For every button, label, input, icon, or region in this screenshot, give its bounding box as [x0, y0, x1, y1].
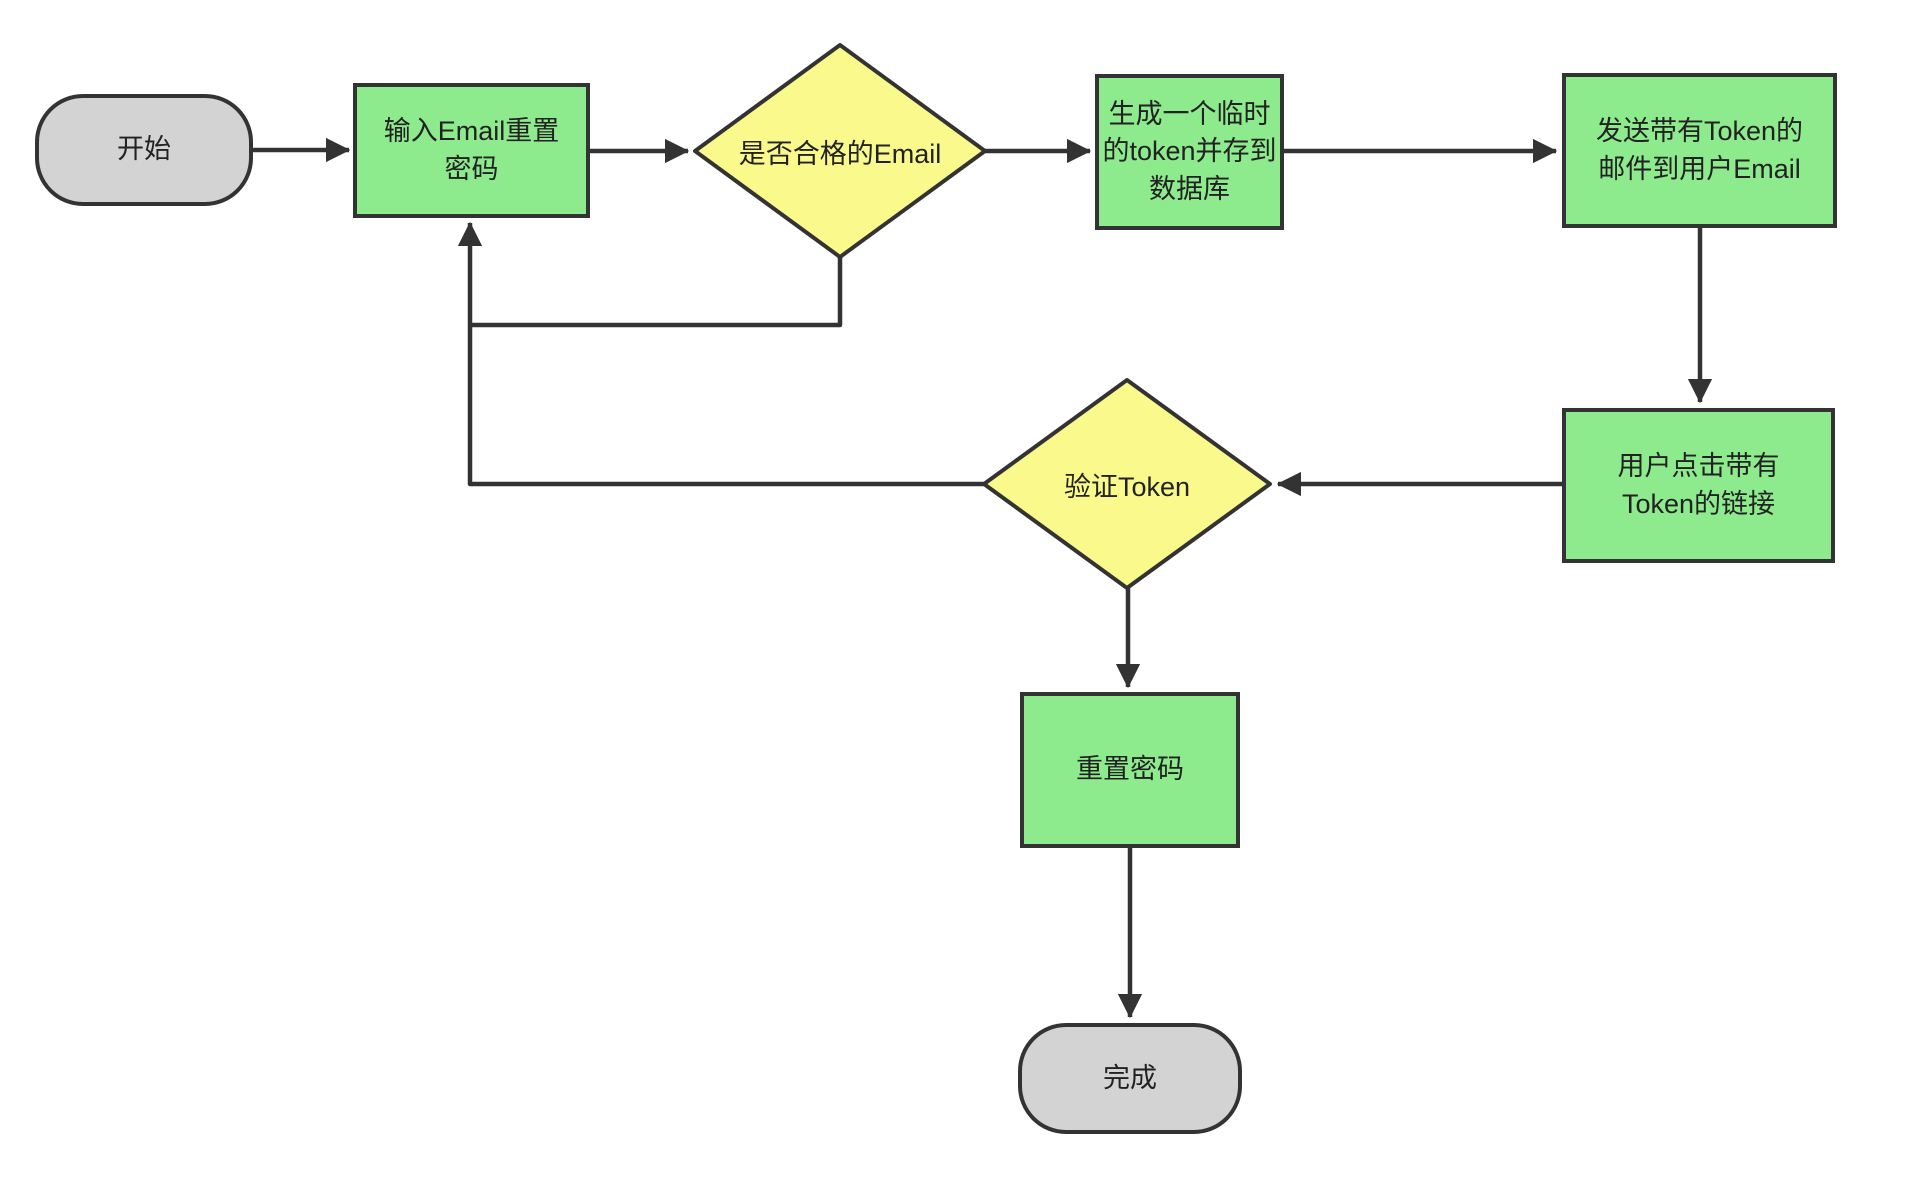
edge-check-to-input-loop [457, 221, 843, 328]
decision-verify-token-shape [982, 378, 1272, 590]
node-check-email: 是否合格的Email [690, 121, 990, 181]
node-input-email: 输入Email重置 密码 [353, 83, 590, 218]
node-input-email-label: 输入Email重置 密码 [383, 116, 560, 184]
node-send-email-label: 发送带有Token的 邮件到用户Email [1595, 116, 1804, 184]
node-start-label: 开始 [117, 134, 171, 165]
node-generate-token-label: 生成一个临时 的token并存到 数据库 [1102, 99, 1277, 204]
node-verify-token: 验证Token [1027, 454, 1227, 514]
node-check-email-label: 是否合格的Email [738, 138, 942, 169]
node-done-label: 完成 [1103, 1062, 1157, 1093]
decision-check-email-shape [693, 43, 987, 259]
node-send-email: 发送带有Token的 邮件到用户Email [1562, 73, 1837, 228]
node-click-link-label: 用户点击带有 Token的链接 [1617, 451, 1780, 519]
node-reset-password-label: 重置密码 [1076, 754, 1184, 785]
node-click-link: 用户点击带有 Token的链接 [1562, 408, 1835, 563]
edge-verify-to-input-loop [467, 325, 984, 487]
node-done: 完成 [1018, 1023, 1242, 1134]
node-verify-token-label: 验证Token [1063, 471, 1191, 502]
node-reset-password: 重置密码 [1020, 692, 1240, 848]
node-start: 开始 [35, 94, 253, 206]
node-generate-token: 生成一个临时 的token并存到 数据库 [1095, 74, 1284, 230]
